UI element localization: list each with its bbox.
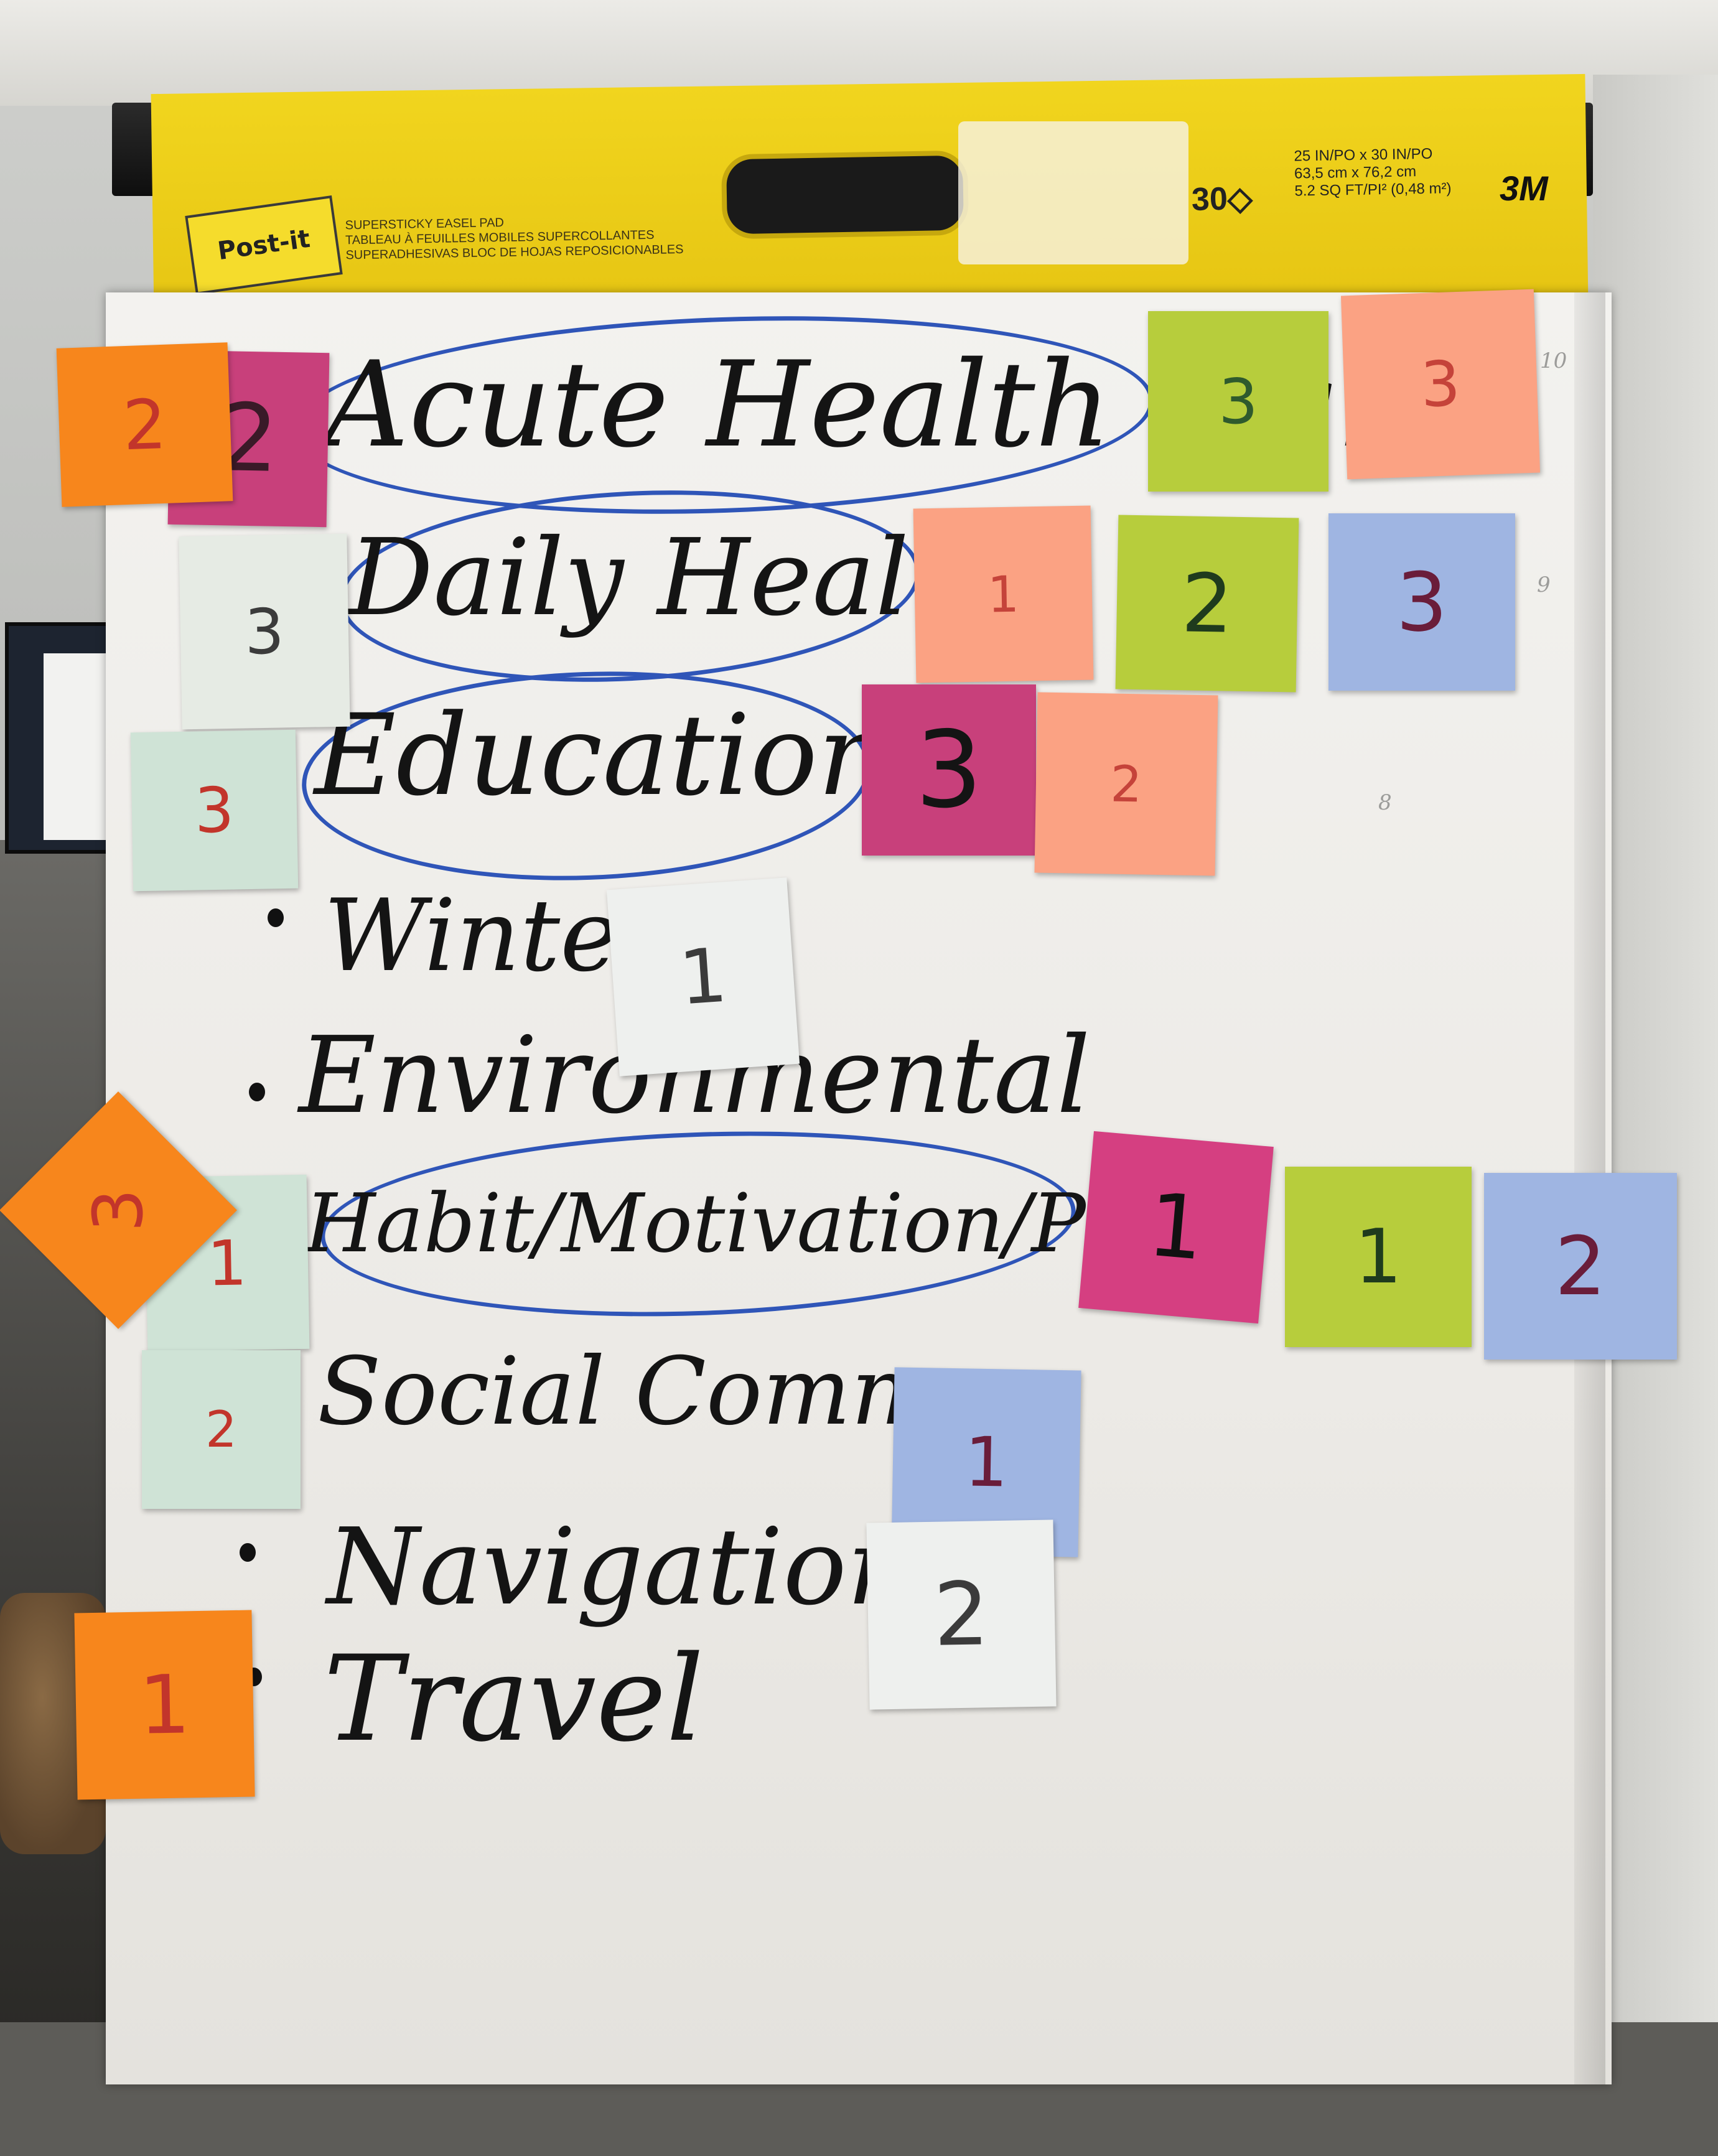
sticky-note-label: 3 [915, 708, 983, 832]
margin-mark-8: 8 [1378, 790, 1392, 815]
sticky-note[interactable]: 2 [1115, 515, 1299, 693]
sticky-note[interactable]: 1 [1078, 1131, 1274, 1324]
sticky-note-label: 1 [1144, 1174, 1208, 1281]
sticky-note-label: 3 [1419, 347, 1462, 422]
sticky-note[interactable]: 2 [142, 1350, 301, 1509]
product-description: SUPERSTICKY EASEL PAD TABLEAU À FEUILLES… [345, 212, 731, 263]
item-daily-health: Daily Health [348, 516, 1020, 640]
sticky-note-label: 3 [1396, 554, 1448, 650]
sticky-note-label: 2 [1554, 1219, 1607, 1314]
brand-3m: 3M [1500, 169, 1548, 208]
item-travel: Travel [324, 1630, 704, 1768]
sticky-note-label: 3 [1218, 365, 1258, 438]
sticky-note-label: 2 [933, 1563, 990, 1666]
easel-handle [721, 150, 969, 240]
sheet-count: 30◇ [1191, 180, 1253, 218]
pad-size-area: 5.2 SQ FT/PI² (0,48 m²) [1294, 180, 1452, 200]
sticky-note-label: 1 [676, 932, 730, 1022]
sticky-note[interactable]: 1 [606, 877, 800, 1076]
sticky-note[interactable]: 3 [130, 729, 299, 892]
office-wall [1593, 75, 1718, 2156]
sticky-note-label: 2 [1180, 556, 1234, 651]
sticky-note[interactable]: 2 [1484, 1173, 1677, 1360]
sticky-note[interactable]: 1 [1285, 1167, 1472, 1347]
sticky-note[interactable]: 3 [1340, 289, 1541, 480]
sticky-note[interactable]: 2 [1034, 692, 1218, 876]
item-education: Education [314, 691, 890, 821]
sticky-note[interactable]: 3 [1148, 311, 1328, 492]
sticky-note-label: 1 [138, 1657, 192, 1753]
sticky-note-label: 2 [205, 1401, 237, 1458]
sheet-icon: ◇ [1227, 180, 1253, 217]
sheet-count-value: 30 [1191, 180, 1228, 218]
sticky-note-label: 1 [1354, 1213, 1403, 1300]
sticky-note[interactable]: 1 [913, 505, 1094, 683]
people-illustration [958, 121, 1188, 264]
pad-size: 25 IN/PO x 30 IN/PO 63,5 cm x 76,2 cm 5.… [1294, 144, 1481, 200]
item-habit-motivation: Habit/Motivation/Pers. [305, 1176, 1236, 1271]
sticky-note-label: 2 [1109, 755, 1143, 813]
item-navigation: Navigation [327, 1506, 915, 1629]
sticky-note-label: 3 [194, 773, 235, 847]
sticky-note[interactable]: 2 [866, 1519, 1057, 1710]
sticky-note[interactable]: 3 [1328, 513, 1515, 691]
sticky-note[interactable]: 3 [862, 684, 1036, 856]
sticky-note[interactable]: 1 [74, 1610, 255, 1800]
bullet-environmental [249, 1083, 265, 1101]
bullet-navigation [240, 1543, 256, 1562]
sticky-note-label: 1 [963, 1422, 1009, 1503]
bullet-winter [268, 908, 284, 927]
sticky-note[interactable]: 3 [179, 533, 350, 730]
sticky-note-label: 3 [244, 594, 285, 669]
margin-mark-10: 10 [1540, 348, 1567, 373]
sticky-note-label: 2 [121, 384, 168, 465]
sticky-note-label: 1 [207, 1226, 248, 1300]
sticky-note-label: 3 [78, 1188, 158, 1232]
sticky-note[interactable]: 2 [56, 342, 233, 507]
margin-mark-9: 9 [1537, 572, 1551, 597]
post-it-logo-text: Post-it [215, 224, 312, 266]
sticky-note-label: 1 [987, 565, 1020, 623]
